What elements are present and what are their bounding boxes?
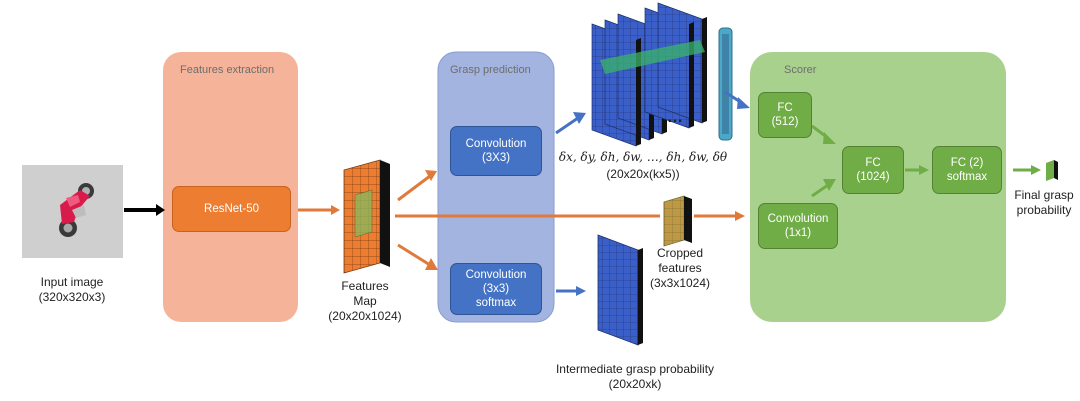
conv-to-stack-arrow <box>555 112 586 135</box>
fc2-to-final-arrow <box>1013 165 1041 175</box>
map-to-scorer-arrow <box>395 211 745 221</box>
conv-upper-line1: Convolution <box>465 138 527 150</box>
conv-lower-line2: (3x3) <box>482 283 510 295</box>
cropped-size: (3x3x1024) <box>649 276 711 290</box>
conv1x1-line1: Convolution <box>767 213 829 225</box>
feature-map-size: (20x20x1024) <box>328 309 402 323</box>
cropped-label-2: features <box>658 261 702 275</box>
fc512-line1: FC <box>777 102 793 114</box>
fc1024-line2: (1024) <box>856 171 890 183</box>
intermediate-map-block <box>597 234 643 346</box>
feature-map-block <box>343 159 390 274</box>
input-image-size: (320x320x3) <box>38 290 106 304</box>
cropped-label-1: Cropped <box>656 246 704 260</box>
resnet-to-map-arrow <box>298 205 340 215</box>
features-extraction-title: Features extraction <box>180 64 275 76</box>
conv-lower-line1: Convolution <box>465 269 527 281</box>
map-to-conv-lower-arrow <box>397 243 438 270</box>
fc2-box: FC (2) softmax <box>932 146 1002 194</box>
vector-to-fc512-arrow <box>724 90 750 109</box>
conv1x1-line2: (1x1) <box>784 227 812 239</box>
grasp-prediction-panel <box>437 51 555 323</box>
conv1x1-box: Convolution (1x1) <box>758 203 838 249</box>
final-probability-block <box>1046 160 1058 181</box>
feature-map-label-1: Features <box>341 279 389 293</box>
final-label-1: Final grasp <box>1014 188 1074 202</box>
fc2-line1: FC (2) <box>950 157 984 169</box>
input-image <box>22 165 123 258</box>
intermediate-label: Intermediate grasp probability <box>555 362 715 376</box>
conv-3x3-upper-box: Convolution (3X3) <box>450 126 542 176</box>
conv-3x3-lower-box: Convolution (3x3) softmax <box>450 263 542 315</box>
grasp-params-stack <box>591 2 707 147</box>
fc512-box: FC (512) <box>758 92 812 138</box>
conv-lower-line3: softmax <box>475 297 517 309</box>
fc512-to-fc1024-arrow <box>811 124 836 144</box>
intermediate-size: (20x20xk) <box>608 377 662 391</box>
map-to-conv-upper-arrow <box>397 170 437 202</box>
fc2-line2: softmax <box>946 171 988 183</box>
feature-map-label-2: Map <box>353 294 377 308</box>
resnet-label: ResNet-50 <box>204 203 259 215</box>
resnet-box: ResNet-50 <box>172 186 291 232</box>
conv1x1-to-fc1024-arrow <box>811 179 836 198</box>
conv-upper-line2: (3X3) <box>481 152 511 164</box>
scorer-title: Scorer <box>784 64 817 76</box>
stack-ellipsis: … <box>667 109 683 126</box>
grasp-params-formula: δx, δy, δh, δw, …, δh, δw, δθ <box>558 150 728 164</box>
grasp-prediction-title: Grasp prediction <box>450 64 531 76</box>
input-image-label: Input image <box>40 275 104 289</box>
fc1024-box: FC (1024) <box>842 146 904 194</box>
conv-to-intermediate-arrow <box>556 286 586 296</box>
grasp-params-size: (20x20x(kx5)) <box>606 167 680 181</box>
grasp-vector <box>718 27 733 141</box>
fc1024-to-fc2-arrow <box>905 165 929 175</box>
final-label-2: probability <box>1016 203 1072 217</box>
fc1024-line1: FC <box>865 157 881 169</box>
cropped-features-block <box>663 195 692 247</box>
fc512-line2: (512) <box>771 116 799 128</box>
